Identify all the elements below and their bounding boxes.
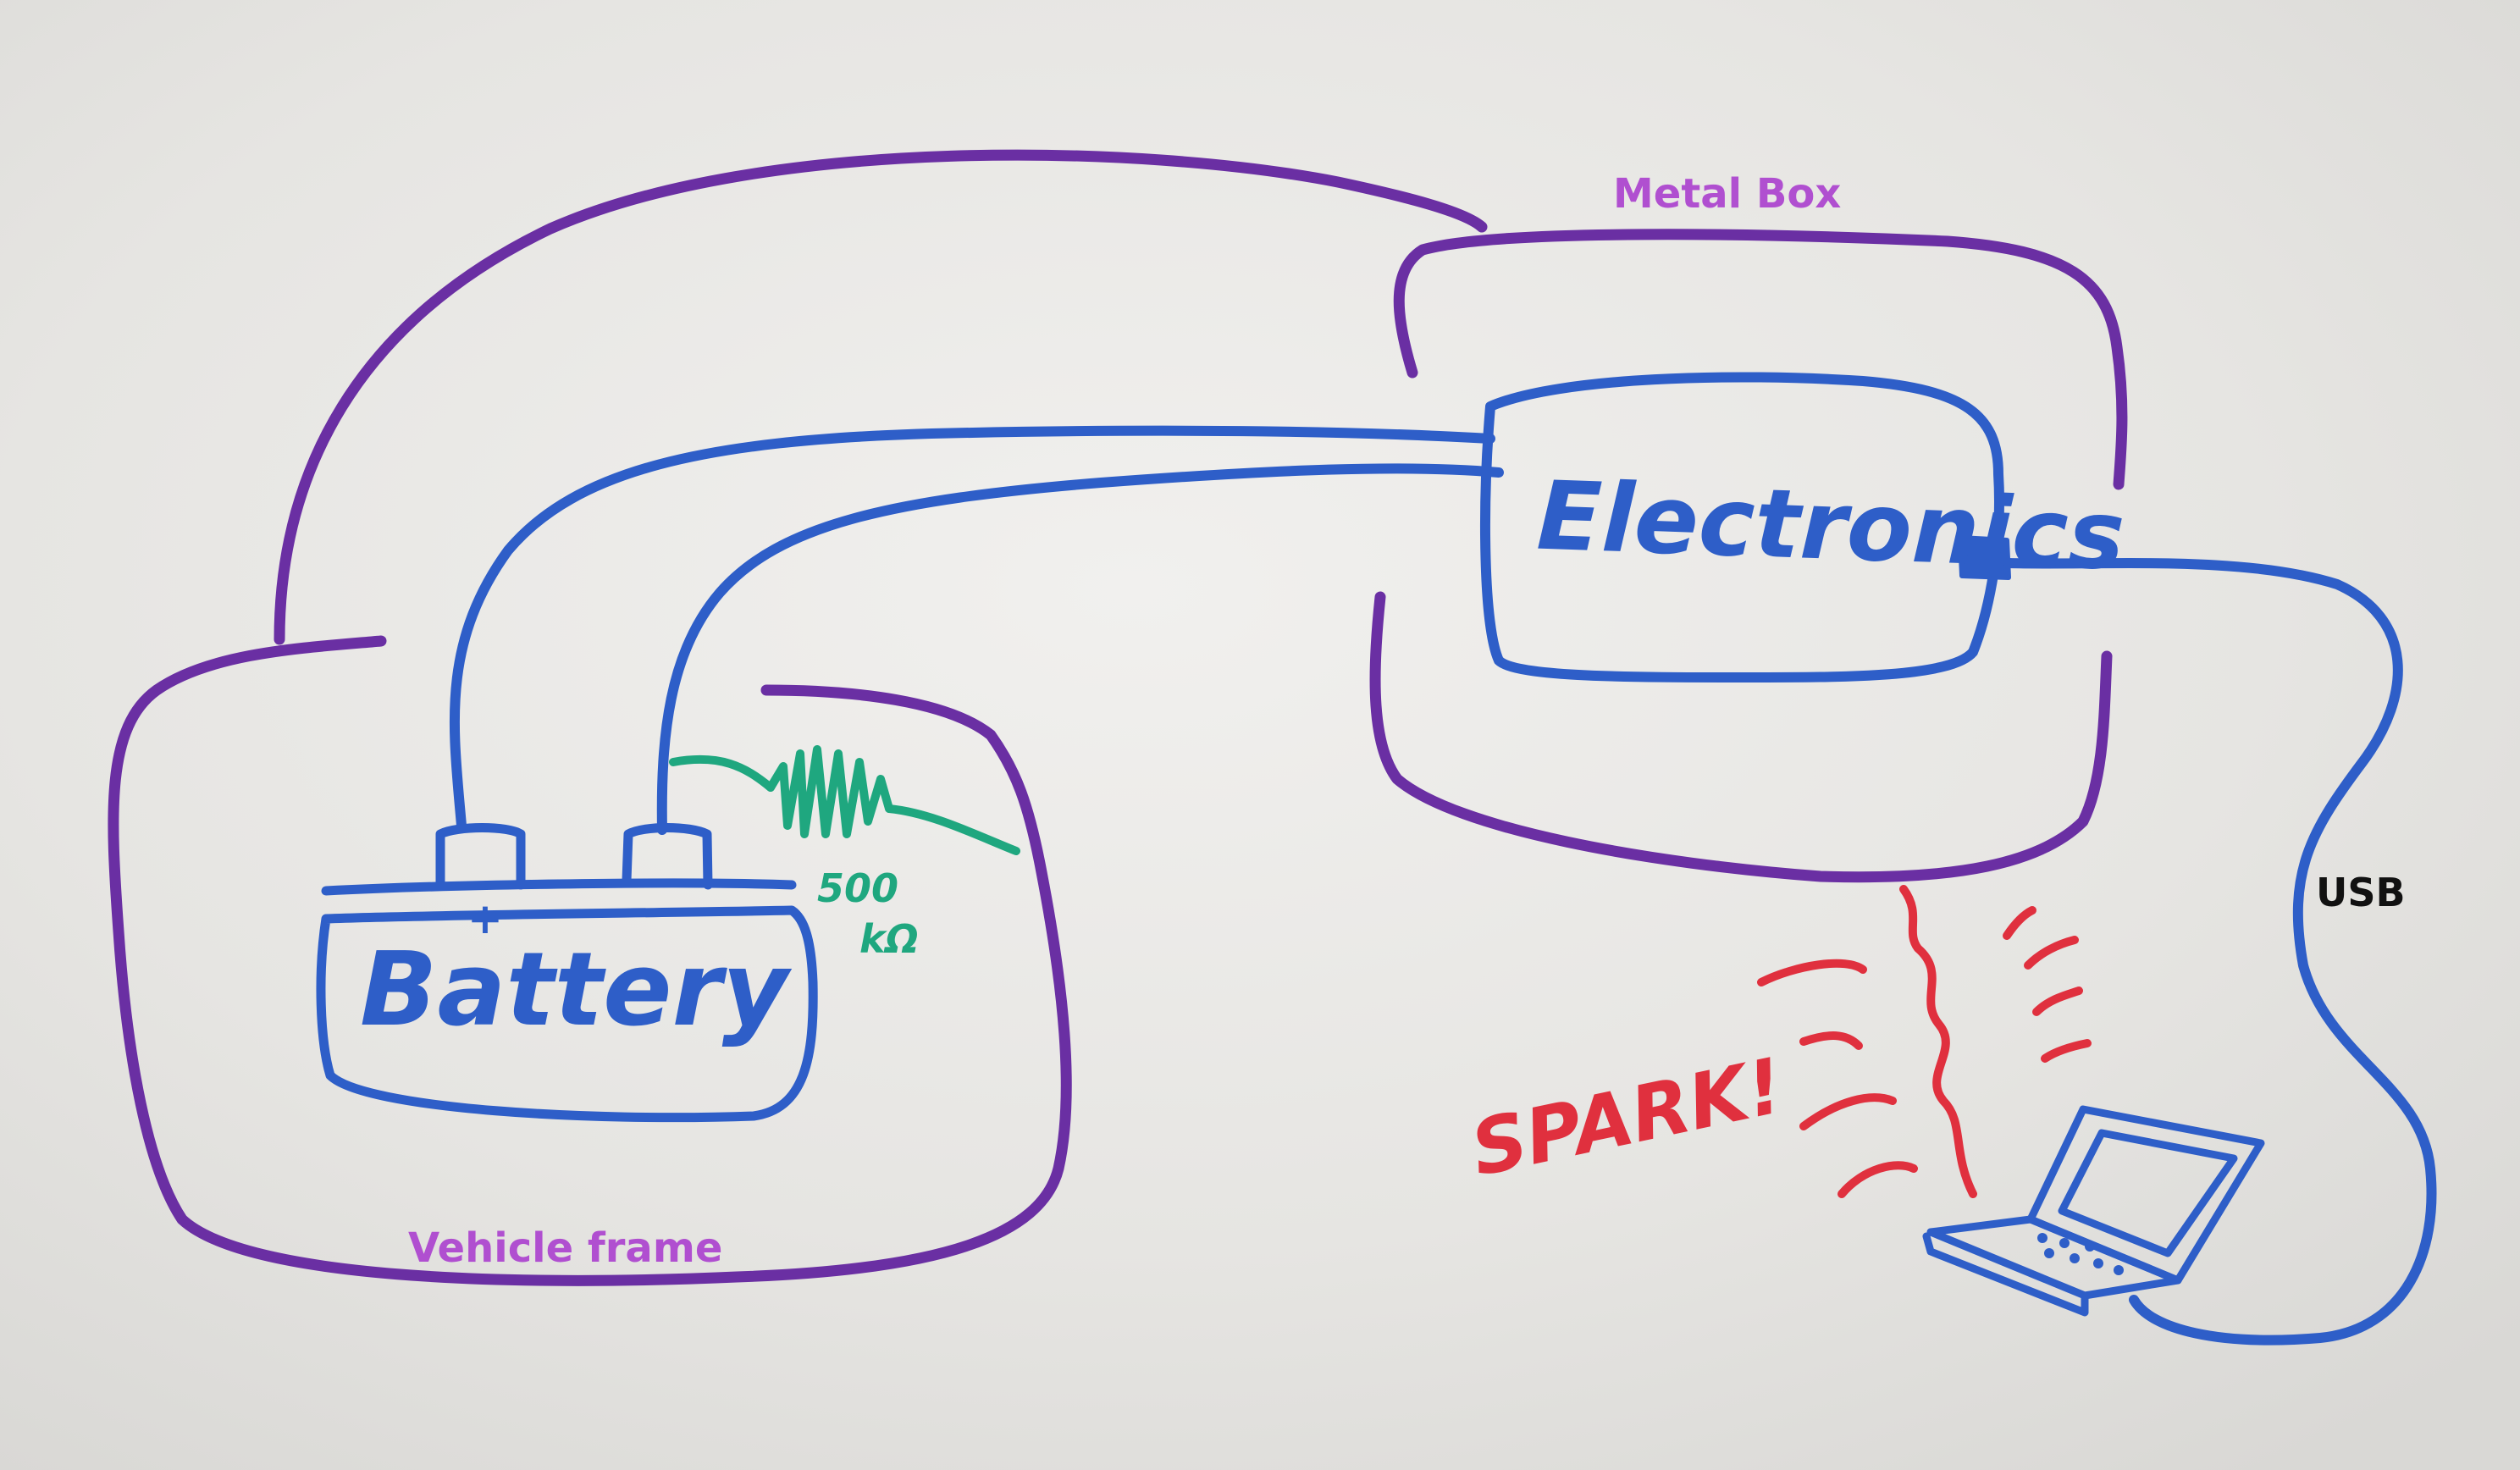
ground-strap-wire (274, 149, 1488, 645)
laptop-keyboard (2037, 1233, 2124, 1275)
spark-arc-1 (1757, 959, 1867, 986)
negative-wire (656, 463, 1504, 835)
electronics-label: Electronics (1535, 461, 2126, 592)
electronics-usb-connector (1958, 535, 2011, 580)
battery-top-edge (321, 878, 797, 896)
battery-label: Battery (360, 931, 793, 1049)
resistor (669, 745, 1020, 855)
battery-minus-label: − (652, 888, 688, 937)
usb-label: USB (2316, 870, 2406, 915)
resistor-unit-label: kΩ (859, 916, 919, 962)
resistor-lead-left (669, 754, 775, 792)
metal-box-label: Metal Box (1613, 170, 1841, 218)
metal-box-lower-wall (1369, 591, 2113, 883)
battery-plus-label: + (467, 894, 503, 943)
resistor-value-label: 500 (817, 865, 898, 911)
resistor-lead-right (885, 804, 1020, 855)
electronics-box (1480, 372, 2011, 682)
electronics-box-outline (1480, 372, 2004, 682)
spark-zigzag (1899, 885, 1977, 1198)
battery-wires (449, 425, 1504, 835)
laptop (1922, 1105, 2265, 1317)
spark-marks (1757, 885, 2092, 1198)
laptop-base (1926, 1215, 2182, 1300)
laptop-screen-inner (2058, 1129, 2238, 1257)
spark-arc-3 (1799, 1093, 1897, 1130)
positive-terminal (435, 823, 526, 890)
laptop-base-front (1922, 1232, 2089, 1317)
negative-terminal (622, 823, 713, 890)
spark-tick-2 (2024, 936, 2079, 970)
spark-arc-2 (1799, 1031, 1863, 1050)
metal-box-upper-wall (1393, 229, 2128, 490)
vehicle-frame-label: Vehicle frame (408, 1224, 722, 1272)
metal-box-outline (1369, 229, 2128, 883)
resistor-zigzag (766, 745, 893, 838)
battery-body (316, 823, 818, 1123)
positive-wire (449, 425, 1495, 831)
usb-cable (2003, 558, 2437, 1346)
vehicle-frame-loop (108, 635, 1072, 1286)
spark-tick-3 (2032, 986, 2083, 1016)
vehicle-frame-outline (108, 149, 1488, 1286)
battery-outline (316, 905, 818, 1123)
spark-arc-4 (1838, 1161, 1918, 1198)
spark-tick-1 (2003, 906, 2036, 940)
spark-tick-4 (2041, 1039, 2092, 1063)
